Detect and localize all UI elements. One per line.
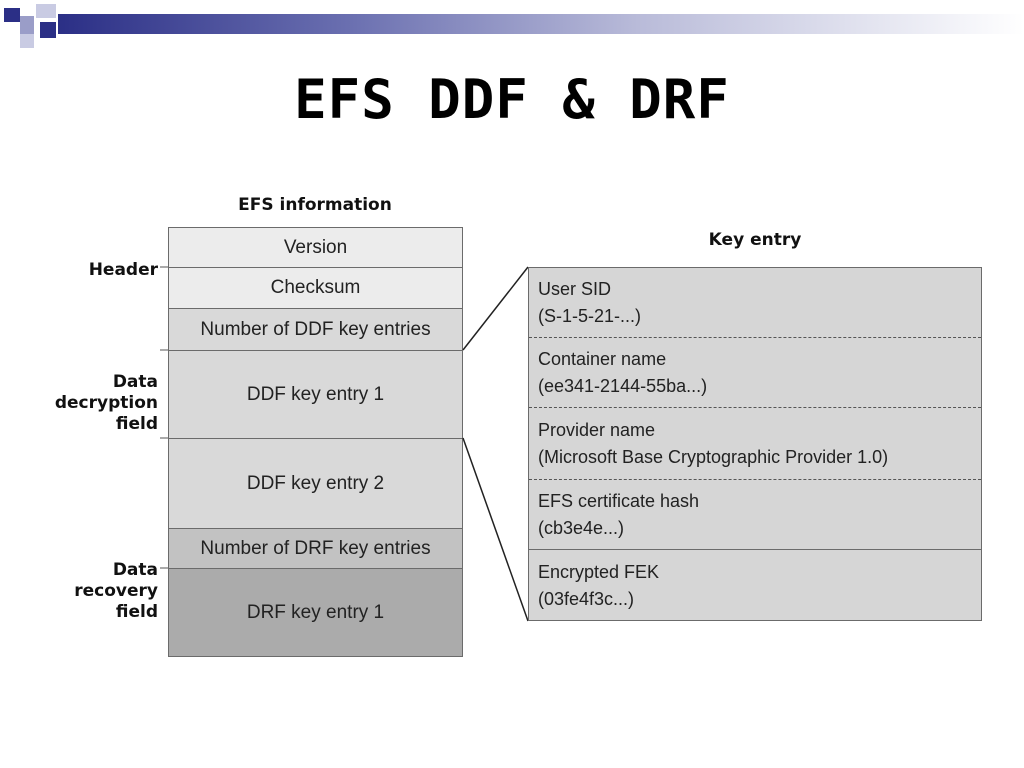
key-field-encrypted-fek: Encrypted FEK (03fe4f3c...) bbox=[528, 553, 982, 613]
key-field-value: (cb3e4e...) bbox=[538, 518, 625, 538]
key-field-name: Container name bbox=[538, 349, 667, 369]
header-label: Header bbox=[88, 260, 158, 280]
key-field-name: EFS certificate hash bbox=[538, 491, 700, 511]
key-field-value: (Microsoft Base Cryptographic Provider 1… bbox=[538, 447, 889, 467]
deco-square bbox=[20, 34, 34, 48]
drf-label: Data recovery field bbox=[20, 560, 158, 623]
field-divider bbox=[529, 407, 981, 408]
deco-square bbox=[40, 22, 56, 38]
field-divider bbox=[529, 549, 981, 550]
top-decoration bbox=[0, 0, 1024, 52]
drf-label-line: recovery bbox=[74, 581, 158, 601]
efs-information-title: EFS information bbox=[238, 195, 392, 215]
drf-count-row: Number of DRF key entries bbox=[168, 528, 463, 569]
ddf-label: Data decryption field bbox=[20, 372, 158, 435]
slide-title: EFS DDF & DRF bbox=[294, 68, 730, 131]
key-field-name: User SID bbox=[538, 279, 612, 299]
key-entry-title: Key entry bbox=[708, 230, 802, 250]
ddf-label-line: decryption bbox=[54, 393, 158, 413]
key-field-name: Encrypted FEK bbox=[538, 562, 660, 582]
key-field-provider-name: Provider name (Microsoft Base Cryptograp… bbox=[528, 411, 982, 471]
field-divider bbox=[529, 479, 981, 480]
drf-entry-1-row: DRF key entry 1 bbox=[168, 568, 463, 657]
key-field-cert-hash: EFS certificate hash (cb3e4e...) bbox=[528, 482, 982, 542]
key-field-value: (03fe4f3c...) bbox=[538, 589, 635, 609]
top-gradient-bar bbox=[58, 14, 1024, 34]
zoom-line-top bbox=[462, 266, 529, 351]
key-field-name: Provider name bbox=[538, 420, 656, 440]
version-row: Version bbox=[168, 227, 463, 268]
zoom-line-bottom bbox=[462, 437, 529, 622]
ddf-label-line: Data bbox=[112, 372, 158, 392]
drf-label-line: Data bbox=[112, 560, 158, 580]
ddf-entry-2-row: DDF key entry 2 bbox=[168, 438, 463, 529]
drf-label-line: field bbox=[115, 602, 158, 622]
key-field-value: (ee341-2144-55ba...) bbox=[538, 376, 708, 396]
deco-square bbox=[36, 4, 56, 18]
key-field-container-name: Container name (ee341-2144-55ba...) bbox=[528, 340, 982, 400]
key-entry-box bbox=[528, 267, 982, 621]
deco-square bbox=[20, 16, 34, 34]
key-field-user-sid: User SID (S-1-5-21-...) bbox=[528, 270, 982, 330]
ddf-label-line: field bbox=[115, 414, 158, 434]
field-divider bbox=[529, 337, 981, 338]
deco-square bbox=[4, 8, 20, 22]
key-field-value: (S-1-5-21-...) bbox=[538, 306, 642, 326]
ddf-entry-1-row: DDF key entry 1 bbox=[168, 350, 463, 439]
